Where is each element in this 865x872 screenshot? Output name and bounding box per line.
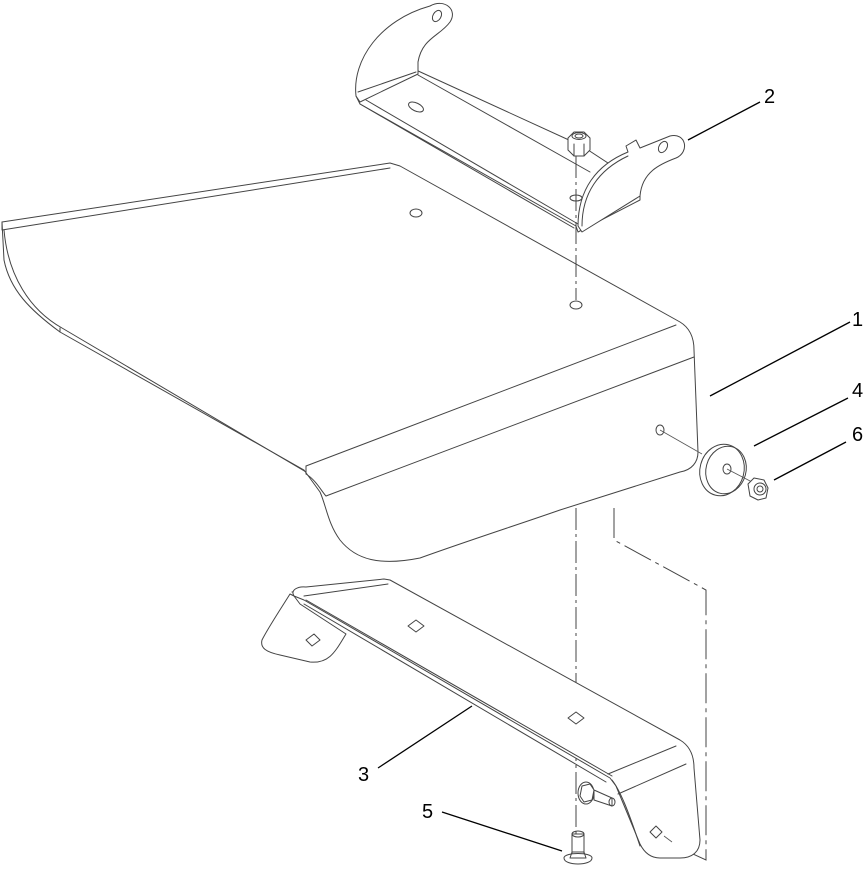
- axis-side-bolt: [659, 429, 703, 455]
- callout-5: 5: [422, 801, 434, 823]
- side-carriage-bolt: [577, 781, 616, 807]
- leader-line-6: [773, 441, 847, 481]
- callout-6: 6: [852, 424, 864, 446]
- callout-2: 2: [764, 86, 776, 108]
- lower-support-bracket: [261, 578, 701, 859]
- footrest-plate: [1, 162, 699, 562]
- phantom-line: [613, 508, 707, 861]
- leader-line-3: [377, 705, 473, 769]
- callout-1: 1: [852, 309, 864, 331]
- lock-nut: [747, 477, 769, 501]
- flat-washer: [699, 443, 753, 497]
- leader-line-5: [441, 811, 563, 852]
- leader-line-1: [709, 321, 851, 397]
- callout-3: 3: [358, 764, 370, 786]
- callout-4: 4: [852, 380, 864, 402]
- leader-line-2: [687, 101, 761, 141]
- carriage-bolt: [563, 830, 593, 865]
- upper-mounting-bracket: [355, 2, 685, 233]
- leader-line-4: [753, 397, 849, 447]
